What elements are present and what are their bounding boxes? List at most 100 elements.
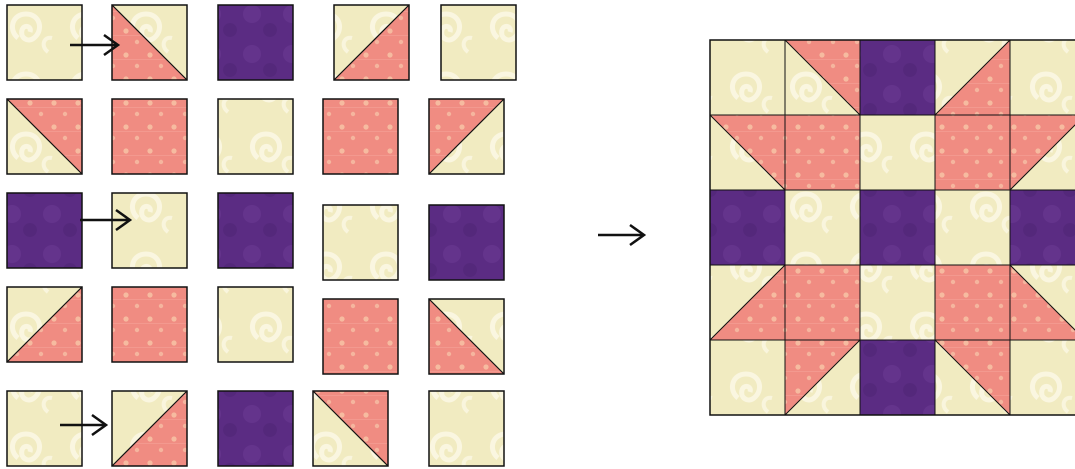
block-cell <box>784 189 861 266</box>
purple-square <box>859 39 936 116</box>
cream-square <box>709 39 786 116</box>
block-cell <box>709 264 786 341</box>
block-cell <box>934 114 1011 191</box>
piece-outline <box>428 298 505 375</box>
quilt-piece <box>440 4 517 81</box>
cream-square <box>217 286 294 363</box>
quilt-piece <box>217 286 294 363</box>
quilt-piece <box>217 192 294 269</box>
block-cell <box>784 114 861 191</box>
quilt-piece <box>111 286 188 363</box>
arrows <box>60 33 647 437</box>
quilt-piece <box>312 390 389 467</box>
quilt-piece <box>111 192 188 269</box>
cream-square <box>111 192 188 269</box>
quilt-piece <box>322 204 399 281</box>
piece-outline <box>428 98 505 175</box>
cream-square <box>428 390 505 467</box>
quilt-piece <box>6 286 83 363</box>
piece-outline <box>111 4 188 81</box>
purple-square <box>859 189 936 266</box>
seam-line <box>1009 264 1075 331</box>
block-cell <box>1009 264 1075 341</box>
purple-square <box>709 189 786 266</box>
pink-square <box>111 98 188 175</box>
block-outline <box>709 39 1075 416</box>
seam-line <box>784 339 861 416</box>
block-cell <box>859 114 936 191</box>
seam-line <box>428 98 505 175</box>
seam-line <box>6 286 83 363</box>
seam-line <box>111 390 188 467</box>
seam-line <box>111 4 188 81</box>
finished-quilt-block <box>709 39 1075 416</box>
piece-outline <box>111 390 188 467</box>
seam-line <box>934 339 1011 416</box>
quilt-piece <box>111 4 188 81</box>
cream-square <box>709 339 786 416</box>
quilt-piece <box>322 298 399 375</box>
block-cell <box>859 264 936 341</box>
cream-square <box>784 189 861 266</box>
purple-square <box>6 192 83 269</box>
cream-square <box>934 189 1011 266</box>
block-cell <box>934 189 1011 266</box>
pink-square <box>322 298 399 375</box>
piece-outline <box>333 4 410 81</box>
cream-square <box>217 98 294 175</box>
quilt-piece <box>333 4 410 81</box>
right-arrow-icon <box>70 33 121 57</box>
seam-line <box>428 298 505 375</box>
block-cell <box>859 189 936 266</box>
right-arrow-icon <box>60 413 109 437</box>
block-cell <box>784 39 861 116</box>
quilt-piece <box>217 390 294 467</box>
seam-line <box>312 390 389 467</box>
block-cell <box>784 339 861 416</box>
block-cell <box>934 264 1011 341</box>
block-cell <box>1009 189 1075 266</box>
block-cell <box>1009 114 1075 191</box>
quilt-piece <box>6 192 83 269</box>
quilt-piece <box>322 98 399 175</box>
block-cell <box>859 339 936 416</box>
quilt-piece <box>111 390 188 467</box>
pink-square <box>784 264 861 341</box>
cream-square <box>859 264 936 341</box>
block-cell <box>709 39 786 116</box>
cream-square <box>440 4 517 81</box>
block-cell <box>859 39 936 116</box>
cream-square <box>1009 339 1075 416</box>
pink-square <box>111 286 188 363</box>
purple-square <box>217 4 294 81</box>
seam-line <box>333 4 410 81</box>
quilt-piece <box>6 4 83 81</box>
seam-line <box>784 39 861 116</box>
seam-line <box>1009 124 1075 191</box>
quilt-piece <box>111 98 188 175</box>
quilt-piece <box>6 390 83 467</box>
piece-outline <box>6 286 83 363</box>
quilt-piece <box>428 98 505 175</box>
purple-square <box>217 192 294 269</box>
pink-square <box>934 264 1011 341</box>
block-cell <box>1009 339 1075 416</box>
block-cell <box>709 114 786 191</box>
pink-square <box>322 98 399 175</box>
purple-square <box>428 204 505 281</box>
pink-triangle <box>1010 115 1075 190</box>
cream-square <box>859 114 936 191</box>
piece-outline <box>6 98 83 175</box>
seam-line <box>934 39 1011 116</box>
right-arrow-icon <box>80 208 133 232</box>
block-cell <box>784 264 861 341</box>
piece-outline <box>312 390 389 467</box>
right-arrow-icon <box>598 223 647 247</box>
quilt-piece <box>6 98 83 175</box>
pink-square <box>934 114 1011 191</box>
quilt-piece <box>428 204 505 281</box>
cream-square <box>322 204 399 281</box>
block-cell <box>934 339 1011 416</box>
